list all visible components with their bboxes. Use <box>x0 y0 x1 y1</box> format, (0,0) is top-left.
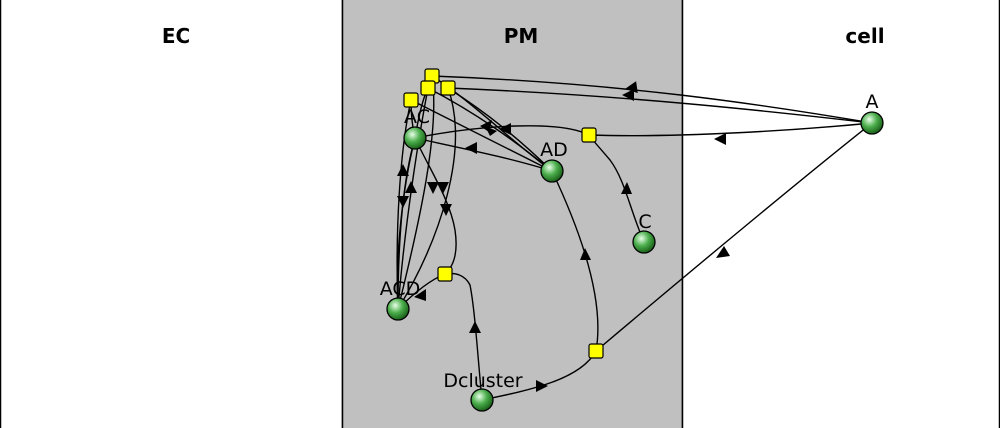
reaction-nodes <box>403 68 604 359</box>
arrowhead <box>440 204 452 216</box>
species-ad: AD <box>540 139 568 183</box>
arrowhead <box>714 133 726 145</box>
arrowhead <box>536 380 548 392</box>
species-c: C <box>632 211 656 254</box>
species-ac: AC <box>403 106 430 150</box>
species-label-ad: AD <box>540 139 568 161</box>
edge-acd-to-r1 <box>397 75 435 310</box>
edge-dcluster-to-r6 <box>444 272 483 401</box>
species-label-a: A <box>866 91 879 113</box>
species-label-ac: AC <box>404 106 430 128</box>
arrowhead <box>397 196 409 208</box>
compartment-pm: PM <box>341 0 684 428</box>
edge-r5-to-ac <box>414 125 590 139</box>
arrowhead <box>427 182 439 194</box>
species-a: A <box>860 91 884 135</box>
arrowhead <box>414 289 426 301</box>
arrowhead <box>625 81 638 94</box>
arrowhead <box>469 321 481 333</box>
edge-ad-to-r2 <box>427 87 553 172</box>
reaction-node <box>581 127 597 143</box>
species-node-ad <box>540 159 564 183</box>
species-node-ac <box>403 126 427 150</box>
reaction-node <box>437 266 453 282</box>
edge-a-to-r1 <box>431 75 873 124</box>
species-label-acd: ACD <box>380 278 421 300</box>
arrowheads <box>397 81 730 392</box>
edge-a-to-r5 <box>588 122 873 137</box>
compartment-ec: EC <box>0 0 344 428</box>
species-label-dcluster: Dcluster <box>443 370 522 392</box>
compartment-cell: cell <box>681 0 1000 428</box>
reaction-node <box>588 343 604 359</box>
arrowhead <box>499 123 511 135</box>
edge-ac-to-acd <box>397 137 416 310</box>
species-label-c: C <box>638 211 651 233</box>
arrowhead <box>716 246 730 258</box>
species-acd: ACD <box>380 278 421 321</box>
reaction-node <box>440 80 456 96</box>
edge-a-to-r7 <box>595 122 873 352</box>
species-dcluster: Dcluster <box>443 370 523 412</box>
compartment-label-cell: cell <box>845 24 884 48</box>
species-node-acd <box>386 297 410 321</box>
arrowhead <box>397 164 409 176</box>
edge-acd-to-r3 <box>397 87 457 310</box>
edge-acd-to-r2 <box>397 87 429 310</box>
arrowhead <box>437 182 449 194</box>
edge-ac-to-r6 <box>414 137 457 275</box>
edge-ad-to-ac <box>414 137 553 172</box>
compartment-label-pm: PM <box>504 24 539 48</box>
edge-dcluster-to-r7 <box>481 350 597 401</box>
compartment-label-ec: EC <box>162 24 190 48</box>
edge-a-to-r3 <box>447 87 873 124</box>
arrowhead <box>485 126 497 136</box>
arrowhead <box>580 248 591 260</box>
edge-r7-to-ad <box>551 170 599 352</box>
species-node-c <box>632 230 656 254</box>
species-node-dcluster <box>470 388 494 412</box>
arrowhead <box>622 89 634 101</box>
arrowhead <box>465 142 477 154</box>
reaction-node <box>420 80 436 96</box>
species-node-a <box>860 111 884 135</box>
arrowhead <box>621 182 632 194</box>
reaction-node <box>403 92 419 108</box>
arrowhead <box>405 181 417 193</box>
